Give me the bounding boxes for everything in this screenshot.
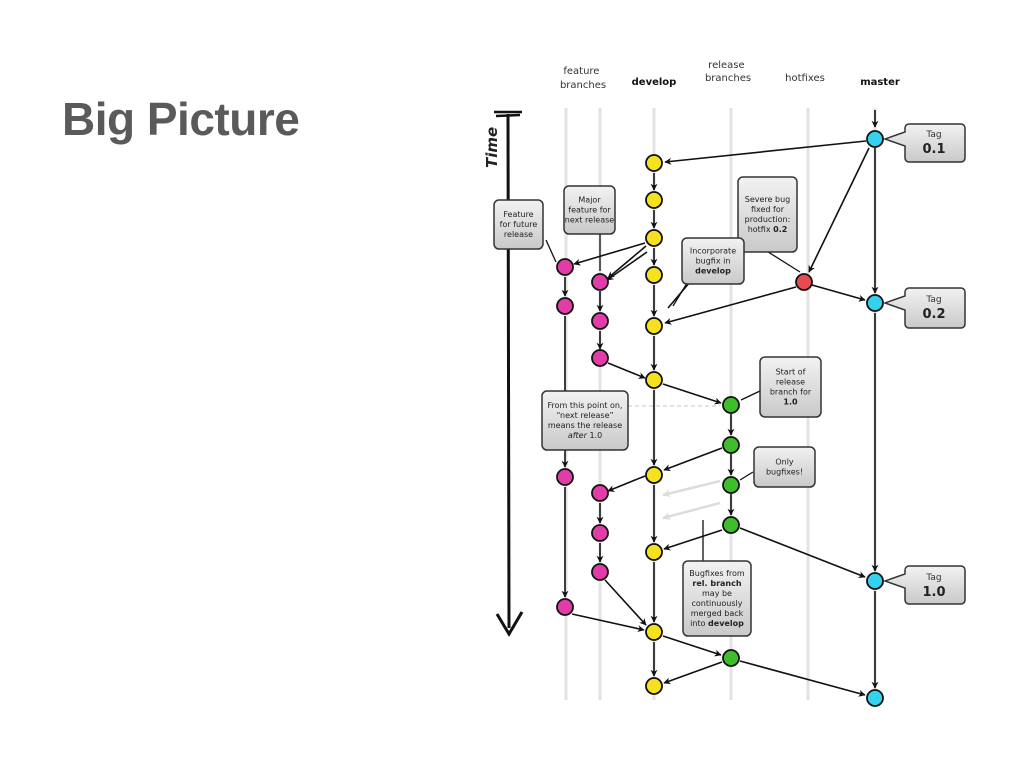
commit-master	[866, 294, 884, 312]
commit-develop	[645, 543, 663, 561]
lane-header-develop: develop	[632, 77, 677, 88]
callout-bugfixes-rel	[682, 560, 752, 637]
commit-develop	[645, 229, 663, 247]
svg-text:Tag: Tag	[925, 573, 941, 583]
commit-release	[722, 516, 740, 534]
commit-develop	[645, 154, 663, 172]
commit-hotfix	[795, 273, 813, 291]
commit-feature	[556, 598, 574, 616]
callout-severe-bug	[737, 176, 798, 253]
commit-master	[866, 689, 884, 707]
callout-start-release	[759, 356, 822, 418]
svg-text:0.1: 0.1	[922, 142, 945, 157]
time-axis: Time	[483, 110, 524, 637]
tag-0-1: Tag 0.1	[882, 123, 966, 163]
svg-text:Tag: Tag	[925, 130, 941, 140]
commit-feature	[591, 563, 609, 581]
lane-header-feature: feature branches	[560, 66, 606, 91]
commit-feature	[591, 484, 609, 502]
commit-release	[722, 436, 740, 454]
commit-release	[722, 396, 740, 414]
svg-text:Tag: Tag	[925, 295, 941, 305]
svg-text:1.0: 1.0	[922, 585, 945, 600]
commit-release	[722, 649, 740, 667]
commit-feature	[591, 349, 609, 367]
time-label: Time	[483, 127, 501, 168]
callout-major-feature	[563, 185, 616, 235]
commit-develop	[645, 371, 663, 389]
commit-develop	[645, 266, 663, 284]
commit-develop	[645, 466, 663, 484]
commit-master	[866, 130, 884, 148]
callout-feature-future	[493, 199, 544, 250]
commit-feature	[591, 524, 609, 542]
commit-develop	[645, 677, 663, 695]
tag-1-0: Tag 1.0	[882, 565, 966, 605]
tag-0-2: Tag 0.2	[882, 287, 966, 329]
commit-feature	[556, 297, 574, 315]
lane-header-hotfixes: hotfixes	[785, 73, 825, 84]
commit-develop	[645, 317, 663, 335]
commit-release	[722, 476, 740, 494]
commit-feature	[591, 273, 609, 291]
commit-develop	[645, 191, 663, 209]
commit-master	[866, 572, 884, 590]
callout-incorporate-bugfix	[681, 237, 745, 285]
commit-develop	[645, 623, 663, 641]
callout-only-bugfixes	[753, 446, 816, 488]
lane-header-release: release branches	[705, 60, 751, 84]
callout-next-release	[541, 390, 629, 451]
slide-title: Big Picture	[62, 93, 300, 145]
commit-feature	[556, 258, 574, 276]
commit-feature	[591, 312, 609, 330]
commit-feature	[556, 468, 574, 486]
lane-header-master: master	[860, 77, 900, 88]
svg-text:0.2: 0.2	[922, 307, 945, 322]
callout-text-next-release: From this point on,“next release”means t…	[548, 401, 623, 440]
